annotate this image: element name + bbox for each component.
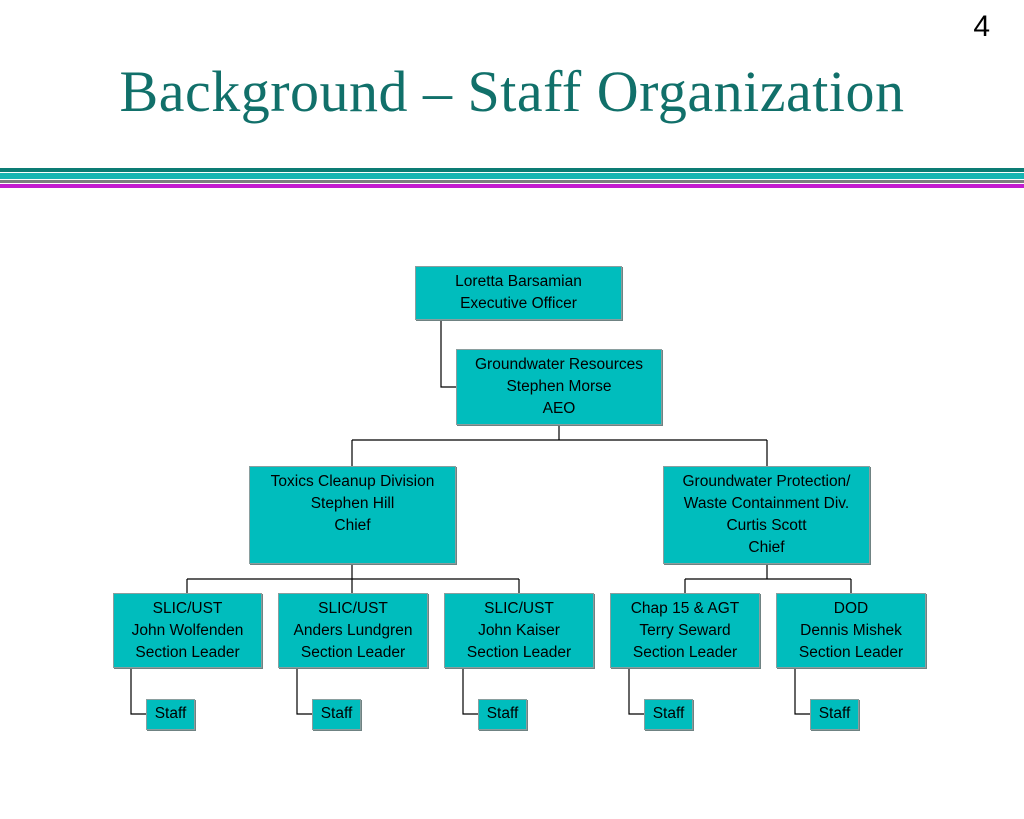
- section-leader-name: John Kaiser: [478, 622, 560, 639]
- connector-staff-1: [130, 668, 146, 715]
- title-rule-magenta: [0, 184, 1024, 188]
- node-aeo-unit: Groundwater Resources: [475, 356, 643, 373]
- node-toxics-unit: Toxics Cleanup Division: [270, 473, 435, 490]
- node-staff-3: Staff: [478, 699, 527, 730]
- section-role: Section Leader: [798, 644, 904, 661]
- node-aeo-role: AEO: [542, 400, 576, 417]
- node-staff-4: Staff: [644, 699, 693, 730]
- node-section-slic-ust-kaiser: SLIC/UST John Kaiser Section Leader: [444, 593, 594, 668]
- node-groundwater-protection-division: Groundwater Protection/ Waste Containmen…: [663, 466, 870, 564]
- section-unit: SLIC/UST: [484, 600, 554, 617]
- node-aeo-name: Stephen Morse: [506, 378, 612, 395]
- node-gwp-unit-line2: Waste Containment Div.: [683, 495, 850, 512]
- title-rule-gray: [0, 180, 1024, 183]
- connector-executive-aeo: [440, 320, 457, 388]
- section-leader-name: Terry Seward: [639, 622, 731, 639]
- section-role: Section Leader: [632, 644, 738, 661]
- title-rule-teal-dark: [0, 168, 1024, 172]
- node-section-chap15-agt-seward: Chap 15 & AGT Terry Seward Section Leade…: [610, 593, 760, 668]
- node-groundwater-resources: Groundwater Resources Stephen Morse AEO: [456, 349, 662, 425]
- node-gwp-unit-line1: Groundwater Protection/: [682, 473, 851, 490]
- node-toxics-role: Chief: [334, 517, 371, 534]
- section-role: Section Leader: [135, 644, 240, 661]
- page-number: 4: [973, 10, 990, 43]
- section-unit: Chap 15 & AGT: [630, 600, 740, 617]
- node-staff-1: Staff: [146, 699, 195, 730]
- node-executive-role: Executive Officer: [460, 295, 577, 312]
- section-leader-name: John Wolfenden: [131, 622, 244, 639]
- section-leader-name: Dennis Mishek: [800, 622, 902, 639]
- node-staff-5: Staff: [810, 699, 859, 730]
- connector-staff-3: [462, 668, 478, 715]
- node-section-dod-mishek: DOD Dennis Mishek Section Leader: [776, 593, 926, 668]
- title-rule-teal: [0, 173, 1024, 179]
- node-toxics-name: Stephen Hill: [310, 495, 395, 512]
- connector-staff-4: [628, 668, 644, 715]
- node-executive-name: Loretta Barsamian: [455, 273, 582, 290]
- node-executive-officer: Loretta Barsamian Executive Officer: [415, 266, 622, 320]
- section-leader-name: Anders Lundgren: [293, 622, 413, 639]
- section-unit: DOD: [833, 600, 869, 617]
- node-section-slic-ust-wolfenden: SLIC/UST John Wolfenden Section Leader: [113, 593, 262, 668]
- connector-staff-2: [296, 668, 312, 715]
- node-section-slic-ust-lundgren: SLIC/UST Anders Lundgren Section Leader: [278, 593, 428, 668]
- section-unit: SLIC/UST: [152, 600, 223, 617]
- section-role: Section Leader: [300, 644, 406, 661]
- slide-title: Background – Staff Organization: [119, 59, 905, 124]
- connector-staff-5: [794, 668, 810, 715]
- section-role: Section Leader: [466, 644, 572, 661]
- node-staff-2: Staff: [312, 699, 361, 730]
- node-gwp-role: Chief: [748, 539, 785, 556]
- section-unit: SLIC/UST: [318, 600, 388, 617]
- node-gwp-name: Curtis Scott: [726, 517, 807, 534]
- node-toxics-cleanup-division: Toxics Cleanup Division Stephen Hill Chi…: [249, 466, 456, 564]
